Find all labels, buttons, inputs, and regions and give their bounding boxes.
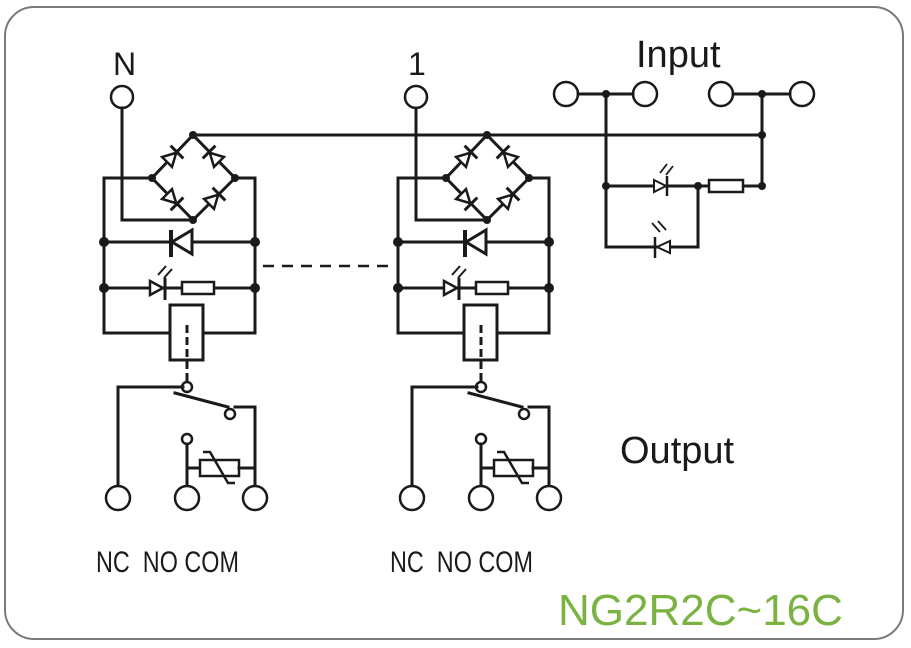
channel-2-circuit	[393, 86, 561, 510]
output-label: Output	[620, 430, 735, 472]
diagram-frame	[4, 6, 904, 640]
model-label: NG2R2C~16C	[558, 586, 843, 635]
input-label: Input	[636, 34, 721, 76]
channel-1-circuit	[99, 86, 267, 510]
terminal-n-label: N	[113, 46, 137, 82]
input-section	[552, 80, 816, 258]
channel-2-contact-labels: NC NO COM	[390, 546, 533, 579]
channel-1-contact-labels: NC NO COM	[96, 546, 239, 579]
terminal-1-label: 1	[408, 46, 426, 82]
